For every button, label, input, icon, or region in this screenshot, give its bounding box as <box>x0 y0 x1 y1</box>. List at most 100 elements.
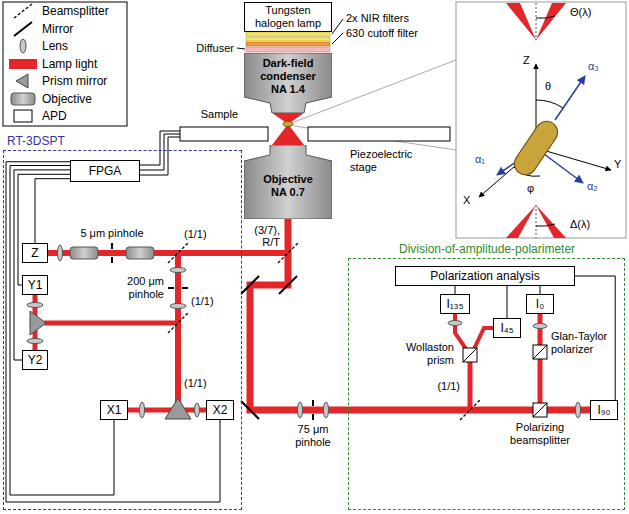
objective: Objective NA 0.7 <box>244 145 332 219</box>
pinhole-symbol <box>111 257 113 263</box>
legend-text: Prism mirror <box>42 74 107 88</box>
node-label: I₀ <box>536 298 544 311</box>
lens-symbol <box>170 268 186 273</box>
signal-wire <box>35 179 70 243</box>
angle-label: θ <box>545 80 555 93</box>
light-beam <box>468 362 473 410</box>
angle-label: Δ(λ) <box>570 218 610 231</box>
light-beam <box>175 253 181 410</box>
condenser: Dark-field condenser NA 1.4 <box>244 53 332 113</box>
beamsplitter-symbol <box>168 313 188 333</box>
leader-line <box>332 33 343 44</box>
sample-label: Sample <box>196 108 238 121</box>
prism-mirror <box>30 311 46 335</box>
dipole-arrow <box>555 76 585 120</box>
inset-frame <box>456 2 626 238</box>
glan-taylor-polarizer <box>533 345 547 359</box>
legend-frame <box>3 2 127 126</box>
light-beam <box>455 314 466 349</box>
node-label: Z <box>31 247 38 260</box>
pinhole-label: 5 μm pinhole <box>70 227 154 240</box>
component-label: Polarizing beamsplitter <box>500 421 580 447</box>
legend-text: APD <box>42 109 67 123</box>
region-heading: Division-of-amplitude-polarimeter <box>399 242 575 256</box>
analysis-box: Polarization analysis <box>395 266 575 286</box>
lens-symbol <box>195 403 200 417</box>
stage-wire <box>140 131 180 165</box>
legend-entry: Lens <box>8 38 68 54</box>
legend-swatch <box>8 91 38 107</box>
apd-box: I₁₃₅ <box>440 294 470 314</box>
legend-text: Beamsplitter <box>42 4 109 18</box>
legend-swatch <box>8 38 38 54</box>
mirror-symbol <box>241 276 259 294</box>
signal-wire <box>507 286 508 318</box>
lens-symbol <box>58 245 63 261</box>
apd-box: Y1 <box>22 275 48 295</box>
legend-text: Mirror <box>42 22 73 36</box>
axis-label: Y <box>614 158 626 171</box>
glan-taylor-polarizer <box>533 345 547 359</box>
apd-box: I₀ <box>526 294 554 314</box>
lens-symbol <box>324 402 329 418</box>
stage-wire <box>140 137 180 175</box>
pinhole-label: 75 μm pinhole <box>288 423 338 449</box>
lens-symbol <box>27 339 43 344</box>
split-ratio: (3/7), R/T <box>244 224 280 248</box>
piezo-stage <box>180 127 268 141</box>
apd-symbol <box>14 110 32 122</box>
optical-axis <box>536 205 537 238</box>
apd-box: X1 <box>100 400 128 420</box>
nir-filter <box>246 32 330 36</box>
pinhole-symbol <box>182 287 188 289</box>
cutoff-filter <box>246 42 330 46</box>
lens-symbol <box>576 402 581 418</box>
legend-swatch <box>8 73 38 89</box>
objective-symbol <box>11 93 35 105</box>
split-ratio: (1/1) <box>184 228 218 241</box>
region-heading: RT-3DSPT <box>7 134 65 148</box>
light-cone <box>506 205 536 238</box>
pinhole-label: 200 μm pinhole <box>104 275 164 301</box>
dipole-label: α₂ <box>587 180 605 193</box>
pinhole-symbol <box>312 400 314 406</box>
leader-line <box>332 19 343 34</box>
axis-label: X <box>463 194 475 207</box>
angle-arc <box>536 100 563 108</box>
legend-entry: Lamp light <box>8 56 97 72</box>
component-label: Wollaston prism <box>395 341 454 367</box>
signal-wire <box>14 170 70 360</box>
mirror-symbol <box>14 22 32 36</box>
lens-symbol <box>140 402 145 418</box>
legend-swatch <box>8 3 38 19</box>
gold-nanorod <box>510 117 562 179</box>
polarimeter-region: Division-of-amplitude-polarimeterPolariz… <box>348 258 625 510</box>
split-ratio: (1/1) <box>191 295 225 308</box>
beamsplitter-symbol <box>278 243 298 263</box>
pinhole-symbol <box>168 287 174 289</box>
node-label: Polarization analysis <box>430 270 539 283</box>
leader-line <box>237 48 245 49</box>
legend-text: Lens <box>42 39 68 53</box>
angle-arc <box>536 224 555 226</box>
stage-wire <box>140 134 180 170</box>
fpga-box: FPGA <box>70 160 140 182</box>
prism-mirror <box>165 398 191 419</box>
zoom-line <box>294 126 456 150</box>
node-label: Y1 <box>28 279 43 292</box>
polarizing-beamsplitter <box>533 403 547 417</box>
condenser-body <box>244 53 332 113</box>
wollaston-prism <box>463 348 477 362</box>
node-label: Y2 <box>28 354 43 367</box>
angle-arc <box>536 16 555 18</box>
mirror-symbol <box>279 276 297 294</box>
mirror-symbol <box>241 401 259 419</box>
light-beam <box>250 219 590 410</box>
angle-label: φ <box>527 182 537 195</box>
wollaston-prism <box>463 348 477 362</box>
sample <box>283 122 293 127</box>
axis-label: Z <box>523 54 535 67</box>
stage-label: Piezoelectric stage <box>350 148 422 174</box>
prism-mirror <box>16 74 28 88</box>
signal-wire <box>455 286 456 294</box>
